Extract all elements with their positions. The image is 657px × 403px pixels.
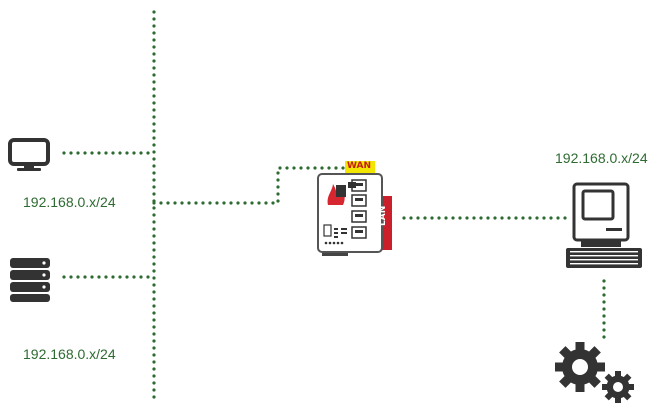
wan-link xyxy=(154,168,345,203)
gears-icon xyxy=(555,342,634,403)
computer-icon xyxy=(566,184,642,268)
monitor-icon xyxy=(10,140,48,171)
lan-tag: LAN xyxy=(379,206,388,226)
monitor-network-label: 192.168.0.x/24 xyxy=(23,194,116,210)
storage-network-label: 192.168.0.x/24 xyxy=(23,346,116,362)
wan-tag: WAN xyxy=(347,162,371,171)
server-icon xyxy=(10,258,50,302)
computer-network-label: 192.168.0.x/24 xyxy=(555,150,648,166)
